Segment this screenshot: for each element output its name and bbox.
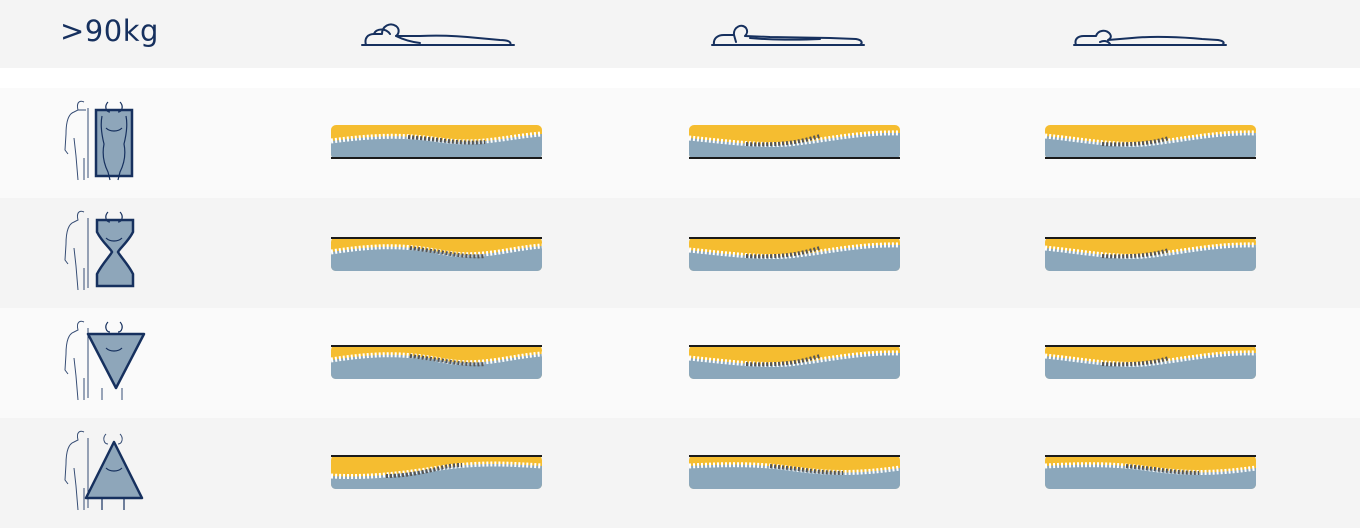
mattress-diagram-back	[688, 125, 901, 159]
back-sleeper-icon	[711, 24, 865, 46]
body-shape-inverted-triangle-icon	[64, 320, 146, 401]
mattress-diagram-stomach	[1044, 345, 1257, 379]
mattress-diagram-back	[688, 345, 901, 379]
body-type-row-rectangle	[0, 88, 1360, 198]
mattress-diagram-side	[330, 455, 543, 489]
mattress-diagram-back	[688, 455, 901, 489]
mattress-diagram-stomach	[1044, 125, 1257, 159]
mattress-diagram-side	[330, 125, 543, 159]
body-type-row-inverted-triangle	[0, 308, 1360, 418]
side-sleeper-icon	[361, 23, 515, 46]
header-spacer	[0, 68, 1360, 88]
body-shape-triangle-icon	[64, 430, 144, 511]
mattress-diagram-back	[688, 237, 901, 271]
body-type-row-hourglass	[0, 198, 1360, 308]
body-shape-rectangle-icon	[64, 100, 134, 181]
body-shape-hourglass-icon	[64, 210, 135, 291]
mattress-diagram-side	[330, 237, 543, 271]
mattress-diagram-stomach	[1044, 455, 1257, 489]
body-type-row-triangle	[0, 418, 1360, 528]
mattress-diagram-side	[330, 345, 543, 379]
header-bar: >90kg	[0, 0, 1360, 68]
weight-label: >90kg	[60, 14, 159, 48]
stomach-sleeper-icon	[1073, 29, 1227, 46]
mattress-diagram-stomach	[1044, 237, 1257, 271]
